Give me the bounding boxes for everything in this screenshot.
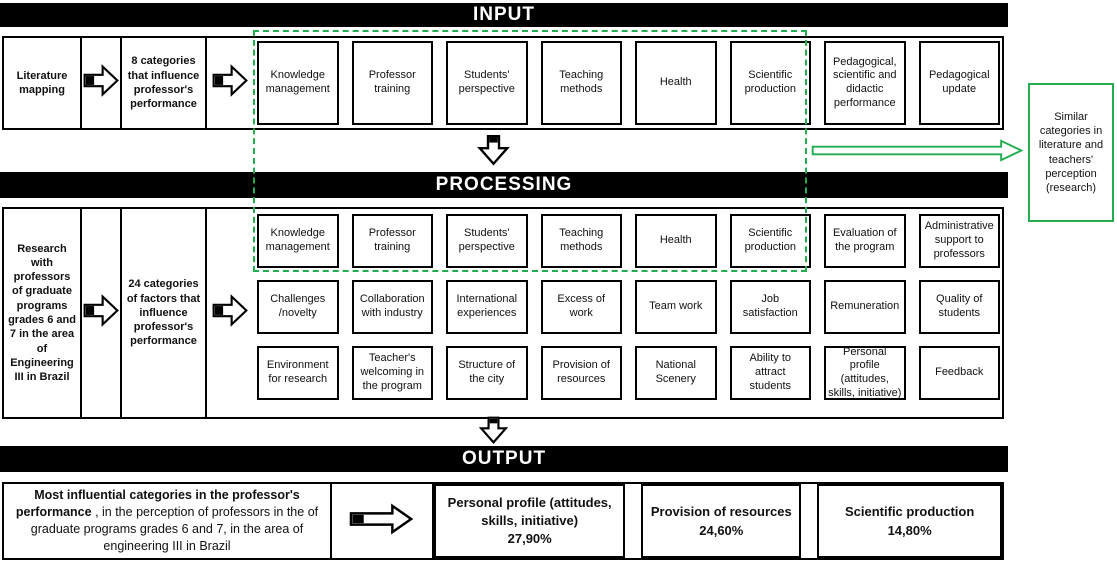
output-summary-box: Most influential categories in the profe…	[4, 484, 332, 558]
category-box: Job satisfaction	[729, 280, 811, 334]
result-label: Scientific production	[844, 503, 975, 519]
processing-flow-arrow-1	[82, 209, 122, 417]
category-box: Structure of the city	[446, 346, 528, 400]
category-box: Feedback	[918, 346, 1000, 400]
category-box: Teaching methods	[540, 214, 622, 268]
category-box: Students' perspective	[446, 41, 528, 125]
category-box: National Scenery	[635, 346, 717, 400]
category-box: Students' perspective	[446, 214, 528, 268]
processing-flow-arrow-2	[207, 209, 253, 417]
category-box: Teacher's welcoming in the program	[351, 346, 433, 400]
category-box: Team work	[635, 280, 717, 334]
down-arrow-icon	[477, 134, 510, 171]
category-box: Evaluation of the program	[824, 214, 906, 268]
result-box: Scientific production 14,80%	[817, 484, 1002, 558]
input-row: Literature mapping 8 categories that inf…	[2, 36, 1004, 130]
category-box: Pedagogical, scientific and didactic per…	[824, 41, 906, 125]
input-flow-arrow-1	[82, 38, 122, 128]
processing-row: Research with professors of graduate pro…	[2, 207, 1004, 419]
category-box: Scientific production	[729, 214, 811, 268]
input-result-box: 8 categories that influence professor's …	[122, 38, 207, 128]
category-box: Health	[635, 214, 717, 268]
right-arrow-icon	[83, 294, 119, 332]
output-summary-bold: Most influential categories in the profe…	[15, 488, 300, 520]
category-box: Professor training	[351, 41, 433, 125]
processing-result-box: 24 categories of factors that influence …	[122, 209, 207, 417]
category-box: Environment for research	[257, 346, 339, 400]
category-box: Pedagogical update	[918, 41, 1000, 125]
category-box: Professor training	[351, 214, 433, 268]
output-results: Personal profile (attitudes, skills, ini…	[434, 484, 1002, 558]
output-summary-rest: , in the perception of professors in the…	[30, 505, 319, 553]
input-flow-arrow-2	[207, 38, 253, 128]
category-box: Scientific production	[729, 41, 811, 125]
processing-section-header: PROCESSING	[0, 172, 1008, 198]
category-box: Health	[635, 41, 717, 125]
processing-categories-grid: Knowledge management Professor training …	[253, 209, 1002, 417]
category-box: Knowledge management	[257, 214, 339, 268]
category-box: Provision of resources	[540, 346, 622, 400]
category-box: Knowledge management	[257, 41, 339, 125]
result-value: 27,90%	[507, 531, 552, 547]
right-arrow-icon	[212, 64, 248, 102]
result-label: Provision of resources	[650, 503, 792, 519]
category-box: Collaboration with industry	[351, 280, 433, 334]
input-section-header: INPUT	[0, 3, 1008, 27]
result-box: Personal profile (attitudes, skills, ini…	[434, 484, 626, 558]
category-box: Teaching methods	[540, 41, 622, 125]
right-arrow-icon	[212, 294, 248, 332]
result-box: Provision of resources 24,60%	[641, 484, 802, 558]
input-categories: Knowledge management Professor training …	[253, 38, 1002, 128]
output-flow-arrow	[332, 484, 434, 558]
result-value: 24,60%	[699, 522, 744, 538]
category-box: Challenges /novelty	[257, 280, 339, 334]
result-label: Personal profile (attitudes, skills, ini…	[447, 495, 612, 528]
category-box: Excess of work	[540, 280, 622, 334]
similar-categories-note-box: Similar categories in literature and tea…	[1028, 83, 1114, 222]
output-row: Most influential categories in the profe…	[2, 482, 1004, 560]
category-box: Personal profile (attitudes, skills, ini…	[824, 346, 906, 400]
research-source-box: Research with professors of graduate pro…	[4, 209, 82, 417]
down-arrow-icon	[477, 416, 510, 449]
literature-mapping-box: Literature mapping	[4, 38, 82, 128]
output-section-header: OUTPUT	[0, 446, 1008, 472]
category-box: Ability to attract students	[729, 346, 811, 400]
category-box: Quality of students	[918, 280, 1000, 334]
right-arrow-icon	[83, 64, 119, 102]
category-box: International experiences	[446, 280, 528, 334]
right-arrow-icon	[349, 502, 415, 540]
category-box: Administrative support to professors	[918, 214, 1000, 268]
category-box: Remuneration	[824, 280, 906, 334]
result-value: 14,80%	[887, 522, 932, 538]
green-right-arrow-icon	[807, 138, 1028, 168]
